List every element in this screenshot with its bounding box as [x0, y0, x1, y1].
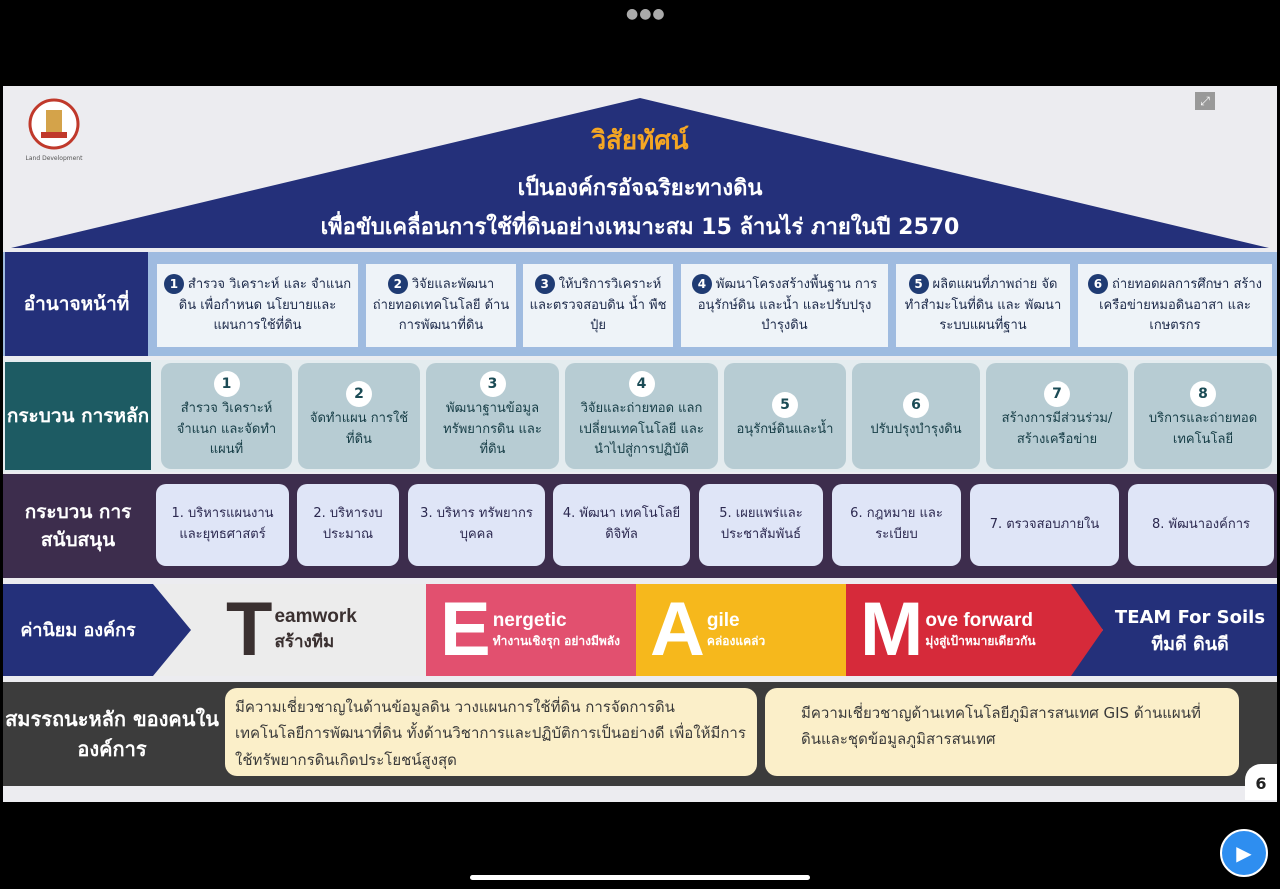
duty-text: ให้บริการวิเคราะห์ และตรวจสอบดิน น้ำ พืช… — [529, 276, 667, 334]
core-number: 3 — [479, 370, 506, 397]
duty-text: วิจัยและพัฒนา ถ่ายทอดเทคโนโลยี ด้านการพั… — [372, 276, 510, 334]
core-process-card: 6 ปรับปรุงบำรุงดิน — [852, 363, 980, 469]
core-text: วิจัยและถ่ายทอด แลกเปลี่ยนเทคโนโลยี และน… — [579, 400, 704, 458]
support-process-card: 8. พัฒนาองค์การ — [1128, 484, 1274, 566]
core-text: สร้างการมีส่วนร่วม/ สร้างเครือข่าย — [1001, 411, 1113, 447]
core-process-card: 4 วิจัยและถ่ายทอด แลกเปลี่ยนเทคโนโลยี และ… — [565, 363, 718, 469]
values-label: ค่านิยม องค์กร — [20, 619, 136, 641]
core-process-card: 7 สร้างการมีส่วนร่วม/ สร้างเครือข่าย — [986, 363, 1128, 469]
duty-text: สำรวจ วิเคราะห์ และ จำแนกดิน เพื่อกำหนด … — [178, 276, 352, 334]
support-process-card: 7. ตรวจสอบภายใน — [970, 484, 1119, 566]
core-number: 5 — [772, 391, 798, 418]
support-process-card: 5. เผยแพร่และ ประชาสัมพันธ์ — [699, 484, 823, 566]
core-process-card: 8 บริการและถ่ายทอด เทคโนโลยี — [1134, 363, 1272, 469]
duty-number: 2 — [387, 273, 408, 294]
support-process-card: 2. บริหารงบ ประมาณ — [297, 484, 399, 566]
duty-number: 3 — [534, 273, 555, 294]
team-title: TEAM For Soils — [1114, 607, 1266, 628]
more-dots-icon[interactable]: ●●● — [626, 6, 666, 22]
home-indicator[interactable] — [470, 875, 810, 880]
core-text: บริการและถ่ายทอด เทคโนโลยี — [1148, 411, 1258, 447]
competency-item-1: มีความเชี่ยวชาญในด้านข้อมูลดิน วางแผนการ… — [225, 688, 757, 776]
competency-label: สมรรถนะหลัก ของคนในองค์การ — [5, 707, 219, 761]
vision-line-1: เป็นองค์กรอัจฉริยะทางดิน — [517, 176, 763, 201]
support-text: 2. บริหารงบ ประมาณ — [313, 506, 383, 542]
value-word: gile — [706, 609, 740, 631]
value-thai: ทำงานเชิงรุก อย่างมีพลัง — [492, 633, 621, 648]
core-text: อนุรักษ์ดินและน้ำ — [736, 421, 834, 437]
core-text: จัดทำแผน การใช้ที่ดิน — [309, 411, 409, 447]
value-thai: สร้างทีม — [274, 631, 335, 652]
duty-number: 1 — [163, 273, 184, 294]
value-letter: A — [650, 587, 705, 672]
duty-text: พัฒนาโครงสร้างพื้นฐาน การอนุรักษ์ดิน และ… — [697, 276, 878, 334]
core-number: 2 — [346, 381, 372, 408]
support-text: 4. พัฒนา เทคโนโลยีดิจิทัล — [562, 506, 681, 542]
core-number: 7 — [1044, 381, 1070, 408]
support-process-card: 4. พัฒนา เทคโนโลยีดิจิทัล — [553, 484, 690, 566]
core-label: กระบวน การหลัก — [5, 362, 151, 470]
competency-item-2: มีความเชี่ยวชาญด้านเทคโนโลยีภูมิสารสนเทศ… — [765, 688, 1239, 776]
presentation-slide: Land Development ⤢ วิสัยทัศน์ เป็นองค์กร… — [3, 86, 1277, 802]
value-letter: T — [226, 587, 273, 672]
team-subtitle: ทีมดี ดินดี — [1151, 634, 1229, 655]
core-text: ปรับปรุงบำรุงดิน — [870, 421, 962, 437]
page-number: 6 — [1245, 764, 1277, 800]
value-letter: M — [860, 587, 924, 672]
core-number: 6 — [903, 391, 929, 418]
vision-line-2: เพื่อขับเคลื่อนการใช้ที่ดินอย่างเหมาะสม … — [320, 215, 960, 240]
support-text: 7. ตรวจสอบภายใน — [989, 516, 1100, 532]
value-word: ove forward — [925, 609, 1034, 631]
duty-number: 4 — [691, 273, 712, 294]
value-letter: E — [440, 587, 491, 672]
core-process-card: 1 สำรวจ วิเคราะห์ จำแนก และจัดทำ แผนที่ — [161, 363, 292, 469]
duty-text: ถ่ายทอดผลการศึกษา สร้างเครือข่ายหมอดินอา… — [1099, 276, 1263, 334]
value-thai: คล่องแคล่ว — [706, 633, 766, 648]
expand-icon[interactable]: ⤢ — [1195, 92, 1215, 110]
svg-text:Land Development: Land Development — [26, 155, 84, 162]
value-thai: มุ่งสู่เป้าหมายเดียวกัน — [925, 633, 1036, 648]
core-process-card: 2 จัดทำแผน การใช้ที่ดิน — [298, 363, 420, 469]
core-number: 8 — [1190, 381, 1216, 408]
values-arrows — [3, 584, 1277, 676]
core-process-card: 5 อนุรักษ์ดินและน้ำ — [724, 363, 846, 469]
duty-number: 6 — [1087, 273, 1108, 294]
team-for-soils: TEAM For Soils ทีมดี ดินดี — [1103, 596, 1277, 666]
duty-number: 5 — [908, 273, 929, 294]
support-process-card: 6. กฎหมาย และระเบียบ — [832, 484, 961, 566]
support-text: 6. กฎหมาย และระเบียบ — [850, 506, 943, 542]
support-text: 5. เผยแพร่และ ประชาสัมพันธ์ — [719, 506, 803, 542]
value-word: eamwork — [274, 605, 357, 627]
support-process-card: 3. บริหาร ทรัพยากรบุคคล — [408, 484, 545, 566]
core-process-card: 3 พัฒนาฐานข้อมูล ทรัพยากรดิน และที่ดิน — [426, 363, 559, 469]
duties-label: อำนาจหน้าที่ — [5, 252, 148, 356]
support-text: 1. บริหารแผนงาน และยุทธศาสตร์ — [171, 506, 274, 542]
core-text: พัฒนาฐานข้อมูล ทรัพยากรดิน และที่ดิน — [443, 400, 542, 458]
vision-title: วิสัยทัศน์ — [591, 126, 689, 156]
vision-roof — [11, 98, 1269, 248]
video-camera-icon[interactable]: ▶ — [1220, 829, 1268, 877]
duty-text: ผลิตแผนที่ภาพถ่าย จัดทำสำมะโนที่ดิน และ … — [904, 276, 1062, 334]
value-word: nergetic — [492, 609, 567, 631]
support-process-card: 1. บริหารแผนงาน และยุทธศาสตร์ — [156, 484, 289, 566]
core-text: สำรวจ วิเคราะห์ จำแนก และจัดทำ แผนที่ — [176, 400, 277, 458]
support-label: กระบวน การสนับสนุน — [24, 500, 132, 552]
core-number: 1 — [213, 370, 240, 397]
support-text: 8. พัฒนาองค์การ — [1151, 516, 1251, 532]
core-number: 4 — [628, 370, 655, 397]
ldd-logo: Land Development — [26, 98, 84, 162]
support-text: 3. บริหาร ทรัพยากรบุคคล — [420, 506, 533, 542]
